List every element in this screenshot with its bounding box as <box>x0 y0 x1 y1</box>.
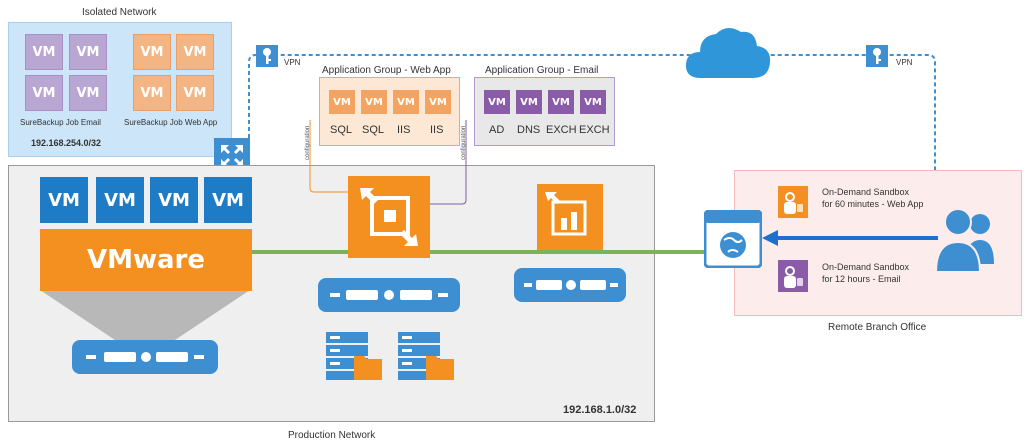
app-label: AD <box>489 124 505 136</box>
isolated-network-title: Isolated Network <box>82 7 157 18</box>
isolated-vm: VM <box>133 75 171 111</box>
host-server-icon <box>72 340 218 374</box>
isolated-vm: VM <box>133 34 171 70</box>
isolated-vm: VM <box>176 34 214 70</box>
isolated-vm: VM <box>176 75 214 111</box>
isolated-vm: VM <box>25 34 63 70</box>
vpn-key-icon <box>866 45 888 67</box>
isolated-network-box: VM VM VM VM VM VM VM VM SureBackup Job E… <box>8 22 232 157</box>
surebackup-job-email-label: SureBackup Job Email <box>20 118 101 127</box>
enterprise-manager-icon <box>537 184 603 250</box>
app-label: SQL <box>330 124 353 136</box>
app-vm: VM <box>329 90 355 114</box>
app-group-email-box: VM VM VM VM AD DNS EXCH EXCH <box>474 77 615 146</box>
surebackup-job-webapp-label: SureBackup Job Web App <box>124 118 218 127</box>
app-vm: VM <box>580 90 606 114</box>
app-vm: VM <box>361 90 387 114</box>
isolated-ip-label: 192.168.254.0/32 <box>31 138 102 148</box>
backup-repository-icon <box>326 332 382 380</box>
app-vm: VM <box>425 90 451 114</box>
cloud-icon <box>685 27 771 78</box>
vmware-hypervisor: VMware <box>40 229 252 291</box>
production-vm: VM <box>96 177 144 223</box>
sandbox-email-icon <box>778 260 808 292</box>
backup-server-hardware-icon <box>318 278 460 312</box>
production-vm: VM <box>150 177 198 223</box>
app-group-web-title: Application Group - Web App <box>322 65 451 76</box>
vpn-left-label: VPN <box>284 58 301 67</box>
isolated-vm: VM <box>69 75 107 111</box>
self-service-portal-icon <box>703 209 763 269</box>
production-vm: VM <box>40 177 88 223</box>
users-icon <box>934 204 998 274</box>
production-vm: VM <box>204 177 252 223</box>
app-label: EXCH <box>546 124 577 136</box>
isolated-vm: VM <box>25 75 63 111</box>
vpn-right-label: VPN <box>896 58 913 67</box>
sandbox-webapp-label: On-Demand Sandbox for 60 minutes - Web A… <box>822 187 924 209</box>
isolated-vm: VM <box>69 34 107 70</box>
configuration-label: configuration <box>461 125 467 160</box>
app-group-web-box: VM VM VM VM SQL SQL IIS IIS <box>319 77 460 146</box>
app-label: DNS <box>517 124 541 136</box>
app-group-email-title: Application Group - Email <box>485 65 599 76</box>
app-vm: VM <box>548 90 574 114</box>
app-vm: VM <box>484 90 510 114</box>
backup-server-icon <box>348 176 430 258</box>
production-network-caption: Production Network <box>288 430 376 441</box>
remote-branch-office-caption: Remote Branch Office <box>828 322 927 333</box>
user-access-arrow <box>762 230 938 246</box>
app-label: IIS <box>397 124 411 136</box>
app-label: SQL <box>362 124 385 136</box>
sandbox-webapp-icon <box>778 186 808 218</box>
vmware-label: VMware <box>86 245 205 275</box>
enterprise-server-hardware-icon <box>514 268 626 302</box>
app-label: EXCH <box>579 124 610 136</box>
app-vm: VM <box>393 90 419 114</box>
backup-repository-icon <box>398 332 454 380</box>
app-label: IIS <box>430 124 444 136</box>
configuration-label: configuration <box>305 125 311 160</box>
sandbox-email-label: On-Demand Sandbox for 12 hours - Email <box>822 262 910 284</box>
app-vm: VM <box>516 90 542 114</box>
production-ip-label: 192.168.1.0/32 <box>563 404 637 416</box>
vpn-key-icon <box>256 45 278 67</box>
